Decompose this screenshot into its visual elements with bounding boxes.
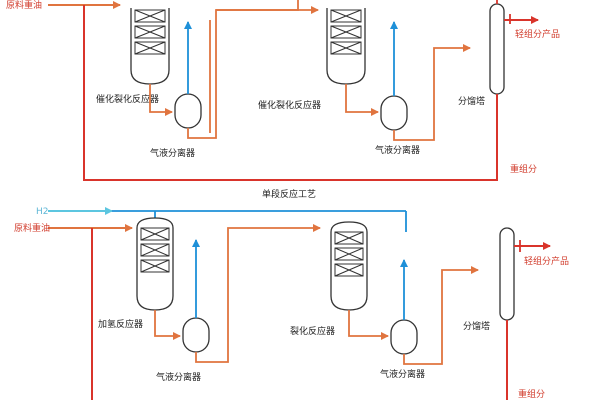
bottom-sep1-to-r2 — [195, 224, 321, 363]
bottom-reactor-1 — [136, 217, 174, 311]
top-fractionator — [489, 3, 505, 95]
bottom-reactor-2 — [330, 221, 368, 311]
top-heavy-recycle — [83, 5, 498, 181]
top-heavy-label: 重组分 — [510, 163, 537, 175]
bottom-process: H2 原料重油 加氢反应器 气液分离器 — [14, 207, 569, 400]
bottom-feed-label: 原料重油 — [14, 222, 50, 234]
bottom-h2-label: H2 — [36, 207, 49, 217]
bottom-reactor-1-label: 加氢反应器 — [98, 318, 143, 330]
top-separator-2 — [380, 95, 408, 131]
bottom-fractionator-label: 分馏塔 — [463, 320, 490, 332]
bottom-separator-2 — [390, 319, 418, 355]
top-separator-1-label: 气液分离器 — [150, 147, 195, 159]
top-sep2-to-frac — [393, 44, 471, 141]
top-sep1-to-r2-a — [187, 0, 299, 139]
top-reactor-2 — [326, 8, 366, 85]
bottom-separator-2-label: 气液分离器 — [380, 368, 425, 380]
bottom-separator-1-label: 气液分离器 — [156, 371, 201, 383]
top-r2-to-sep2 — [345, 84, 379, 116]
top-caption: 单段反应工艺 — [262, 188, 316, 200]
bottom-r2-to-sep2 — [348, 310, 389, 340]
top-separator-2-label: 气液分离器 — [375, 144, 420, 156]
bottom-separator-1 — [182, 317, 210, 353]
bottom-fractionator — [499, 227, 515, 321]
top-reactor-2-label: 催化裂化反应器 — [258, 99, 321, 111]
bottom-reactor-2-label: 裂化反应器 — [290, 325, 335, 337]
bottom-sep2-to-frac — [403, 266, 479, 365]
top-reactor-1-label: 催化裂化反应器 — [96, 93, 159, 105]
bottom-r1-to-sep1 — [154, 310, 181, 340]
bottom-heavy-label: 重组分 — [518, 388, 545, 400]
bottom-light-product-label: 轻组分产品 — [524, 255, 569, 267]
top-feed-label: 原料重油 — [6, 0, 42, 11]
top-process: 原料重油 催化裂化反应器 气液分离器 — [6, 0, 560, 200]
top-light-product-label: 轻组分产品 — [515, 28, 560, 40]
top-separator-1 — [174, 93, 202, 129]
top-r1-to-sep1 — [149, 84, 173, 116]
top-reactor-1 — [130, 8, 170, 85]
top-fractionator-label: 分馏塔 — [458, 95, 485, 107]
